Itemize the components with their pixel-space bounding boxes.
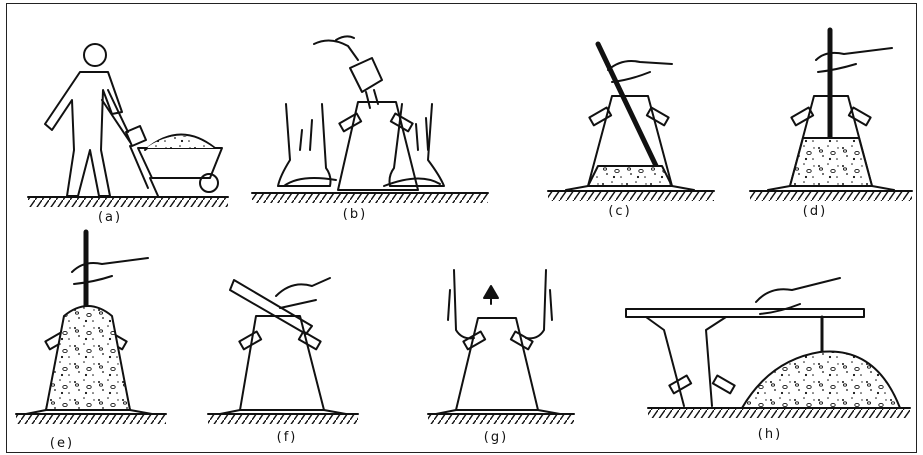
panel-g-illustration [436,270,560,414]
panel-c-concrete [588,166,672,186]
panel-f-label: (f) [277,430,298,445]
panel-a-label: (a) [98,210,122,225]
panel-e-label: (e) [50,436,74,451]
panel-d-label: (d) [803,204,827,219]
panel-a-ground [28,197,228,207]
panel-h-ground [648,408,910,418]
panel-c-label: (c) [608,204,631,219]
panel-c-ground [548,191,714,201]
panel-e-concrete [46,306,130,410]
panel-f-ground [208,414,358,424]
panel-d-concrete [790,138,872,186]
panel-f-illustration [220,278,346,414]
panel-g-label: (g) [484,430,508,445]
panel-h-slumped-concrete [742,351,900,408]
panel-e-ground [16,414,166,424]
panel-a-illustration [45,44,222,196]
panel-d-ground [750,191,912,201]
panel-b-label: (b) [343,207,367,222]
panel-a-concrete-load [146,136,214,148]
panel-g-ground [428,414,574,424]
panel-b-illustration [278,36,444,190]
panel-b-ground [252,193,488,203]
panel-h-label: (h) [758,427,782,442]
